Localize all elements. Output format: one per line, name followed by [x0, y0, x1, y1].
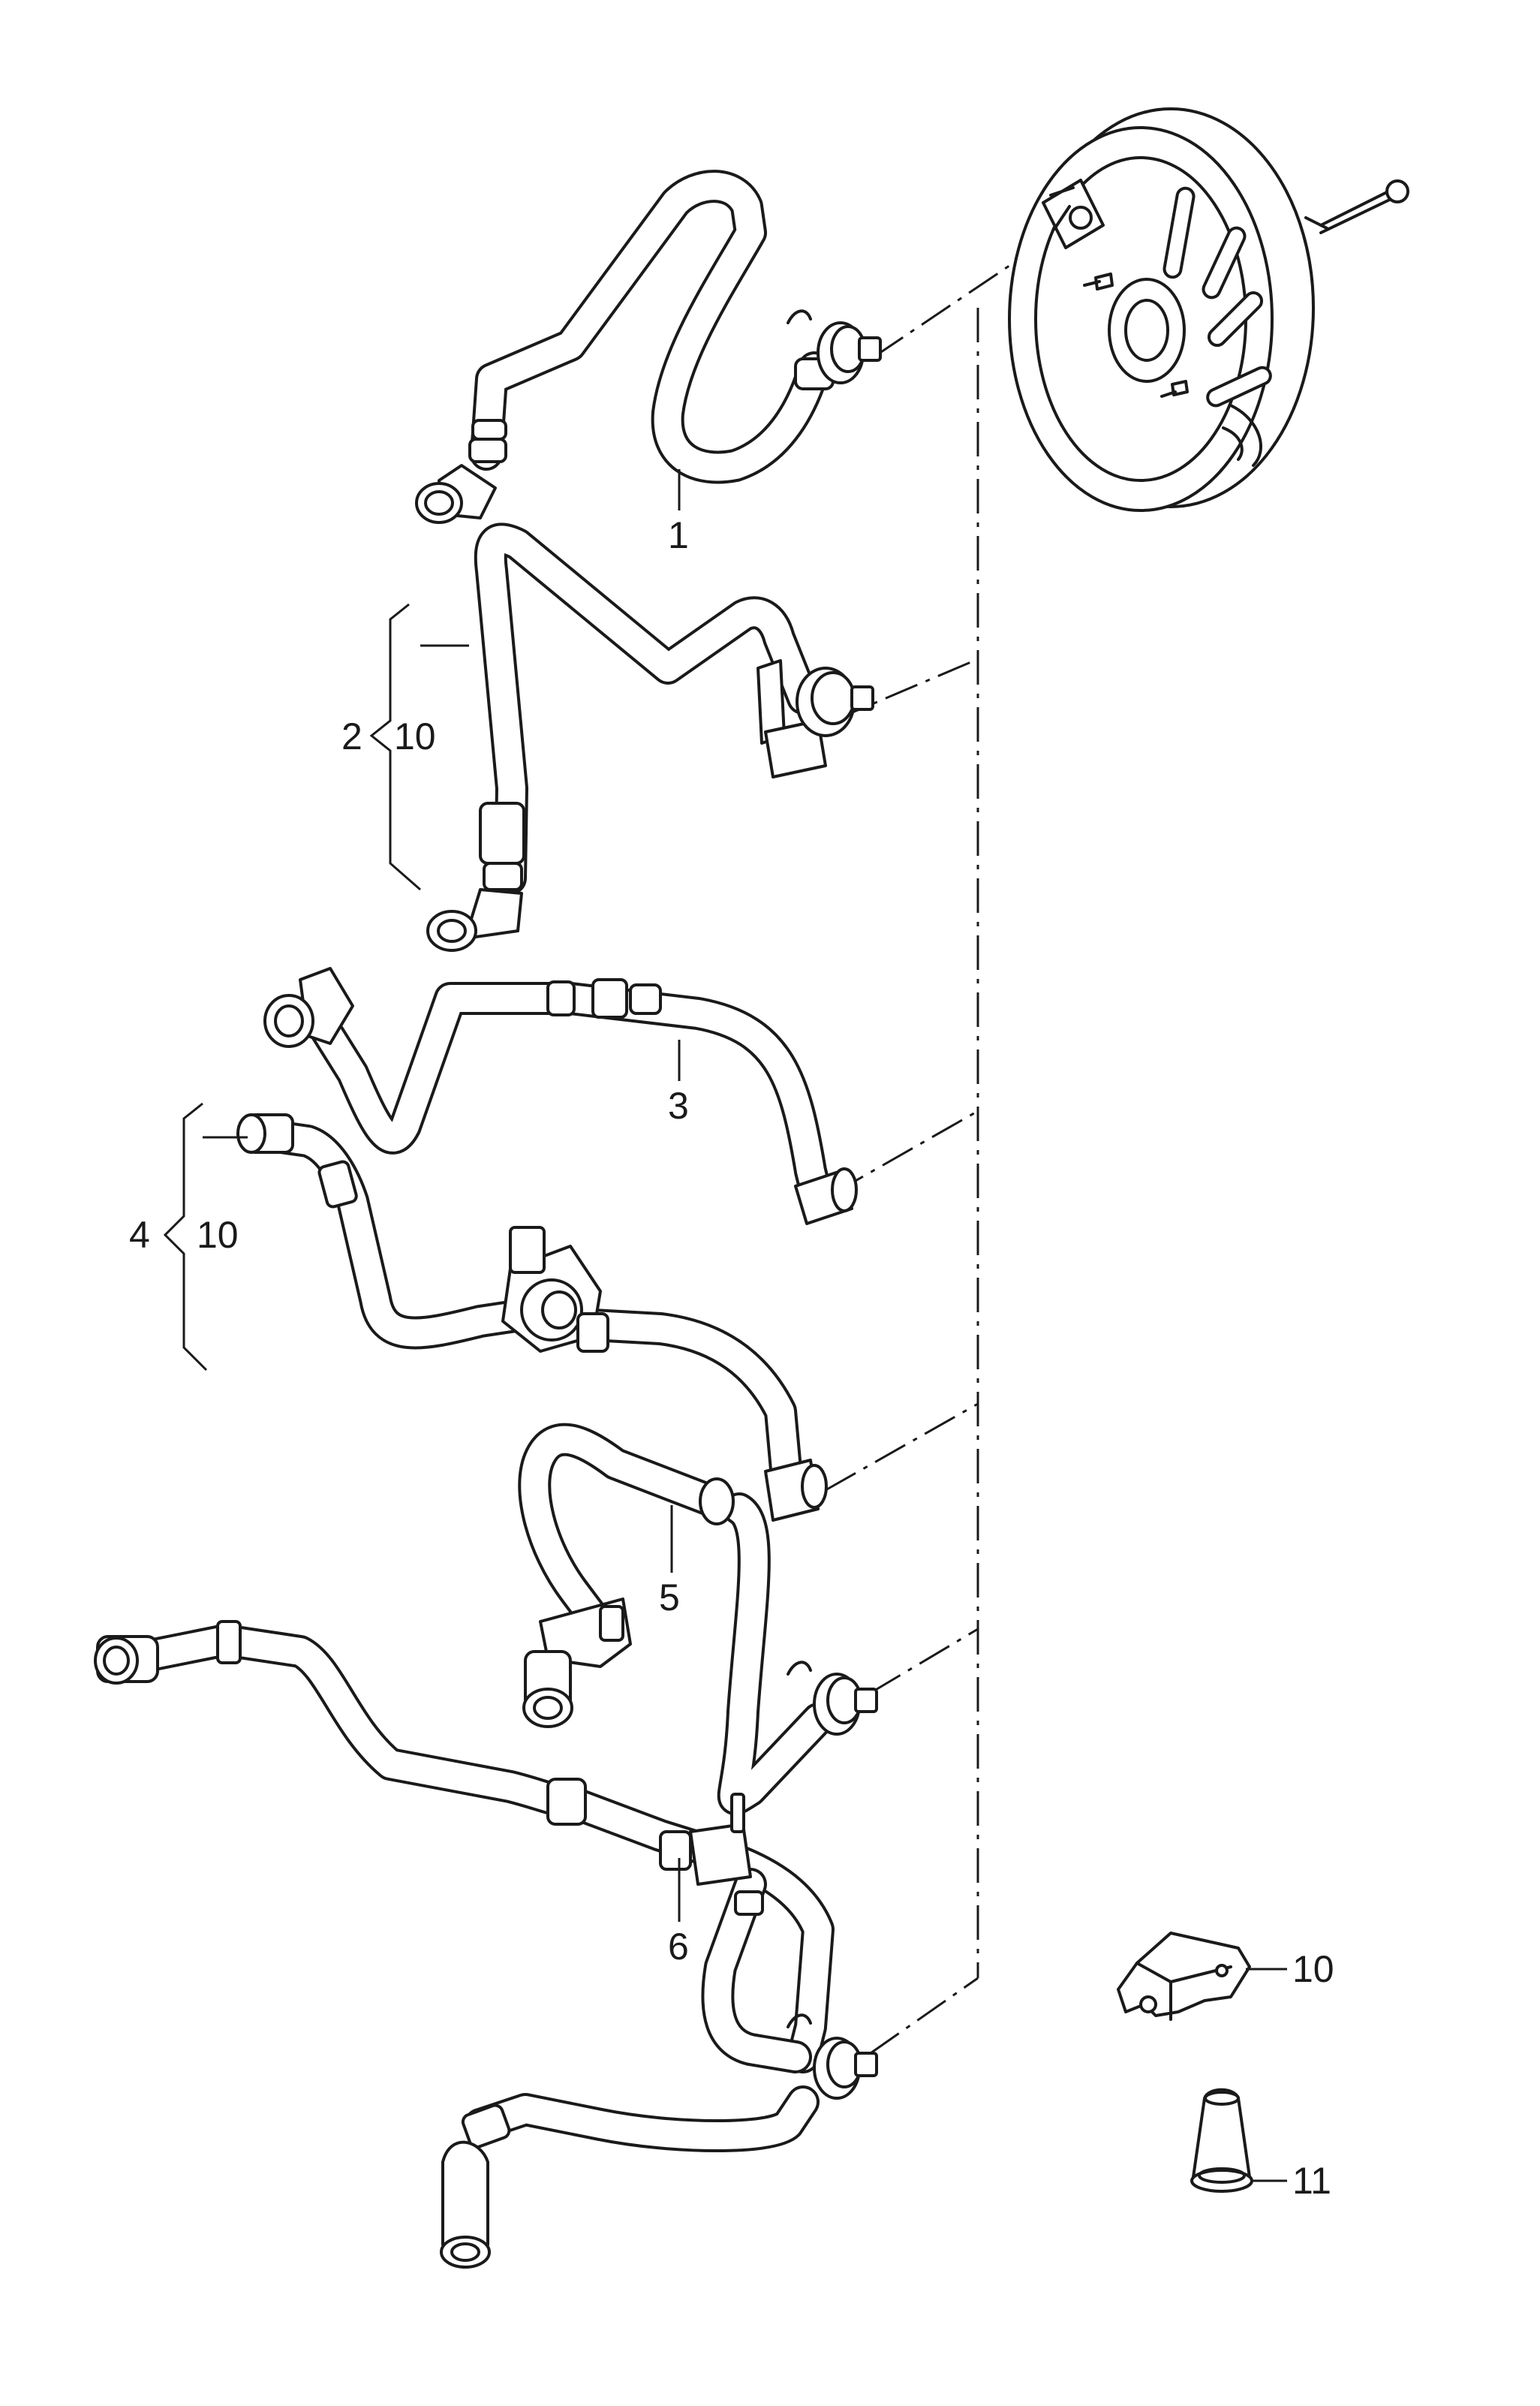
hose-2 [426, 522, 874, 952]
hose-6 [94, 1620, 878, 2269]
brake-servo [1008, 107, 1409, 512]
callout-4-sub: 10 [197, 1214, 239, 1256]
callout-1: 1 [668, 514, 689, 556]
hose-4 [236, 1113, 828, 1522]
hose-1 [415, 170, 882, 524]
callout-6: 6 [668, 1926, 689, 1968]
callout-4: 4 [129, 1214, 150, 1256]
hose-3 [263, 967, 858, 1225]
callout-11: 11 [1292, 2160, 1331, 2202]
callout-2: 2 [341, 715, 362, 757]
callout-3: 3 [668, 1085, 689, 1127]
callout-10: 10 [1292, 1948, 1334, 1990]
cap-part-11 [1190, 2088, 1253, 2193]
leader-lines [163, 469, 1287, 2182]
reference-line [825, 216, 1081, 2055]
callout-2-sub: 10 [394, 715, 436, 757]
callout-labels: 1 2 10 3 4 10 5 6 10 11 [129, 514, 1334, 2202]
callout-5: 5 [659, 1576, 680, 1619]
bracket-part-10 [1117, 1932, 1251, 2021]
